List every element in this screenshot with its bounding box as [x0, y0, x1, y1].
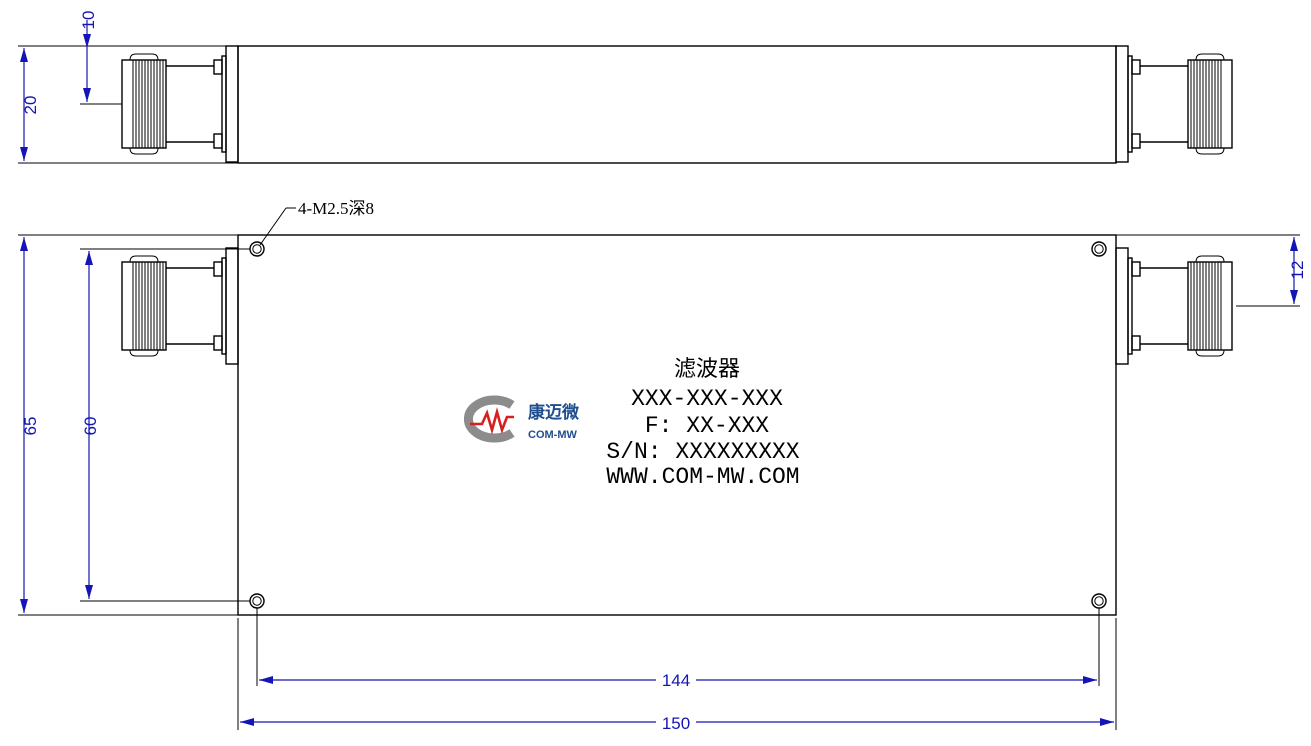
nameplate: 滤波器 XXX-XXX-XXX F: XX-XXX S/N: XXXXXXXXX… [606, 357, 799, 490]
dim-side-connector-center-text: 10 [79, 11, 98, 30]
logo-name-en: COM-MW [528, 429, 577, 441]
dim-front-height-text: 65 [21, 417, 40, 436]
nameplate-title: 滤波器 [674, 357, 740, 382]
mount-hole-bottom-right [1091, 593, 1107, 609]
dim-side-height-text: 20 [21, 96, 40, 115]
side-view-body [237, 45, 1117, 164]
nameplate-model: XXX-XXX-XXX [631, 386, 783, 412]
dim-front-connector-offset: 12 [1116, 234, 1307, 307]
front-view [121, 234, 1233, 616]
dim-front-width-text: 150 [662, 714, 690, 733]
logo-arc [464, 395, 515, 443]
nameplate-serial: S/N: XXXXXXXXX [606, 439, 799, 465]
dim-front-hole-spacing-h-text: 144 [662, 671, 690, 690]
side-view [121, 45, 1233, 164]
dim-side-height: 20 [18, 45, 238, 164]
nameplate-website: WWW.COM-MW.COM [606, 464, 799, 490]
logo-name-cn: 康迈微 [528, 402, 580, 423]
front-view-right-connector [1115, 247, 1233, 365]
hole-callout-text: 4-M2.5深8 [298, 199, 374, 218]
mount-hole-top-right [1091, 241, 1107, 257]
front-view-body [237, 234, 1117, 616]
nameplate-freq: F: XX-XXX [645, 413, 769, 439]
side-view-right-connector [1115, 45, 1233, 163]
dim-front-hole-spacing-h: 144 [256, 608, 1100, 690]
dim-front-height: 65 [18, 234, 238, 616]
company-logo: 康迈微 COM-MW [464, 395, 580, 443]
dim-front-width: 150 [237, 618, 1117, 733]
front-view-left-connector [121, 247, 239, 365]
logo-wave [470, 407, 514, 435]
dim-front-hole-spacing-v: 60 [80, 248, 250, 602]
side-view-left-connector [121, 45, 239, 163]
hole-callout: 4-M2.5深8 [259, 199, 374, 246]
dim-side-connector-center: 10 [79, 11, 122, 105]
mount-hole-bottom-left [249, 593, 265, 609]
dim-front-hole-spacing-v-text: 60 [81, 417, 100, 436]
mount-hole-top-left [249, 241, 265, 257]
dim-front-connector-offset-text: 12 [1288, 261, 1307, 280]
